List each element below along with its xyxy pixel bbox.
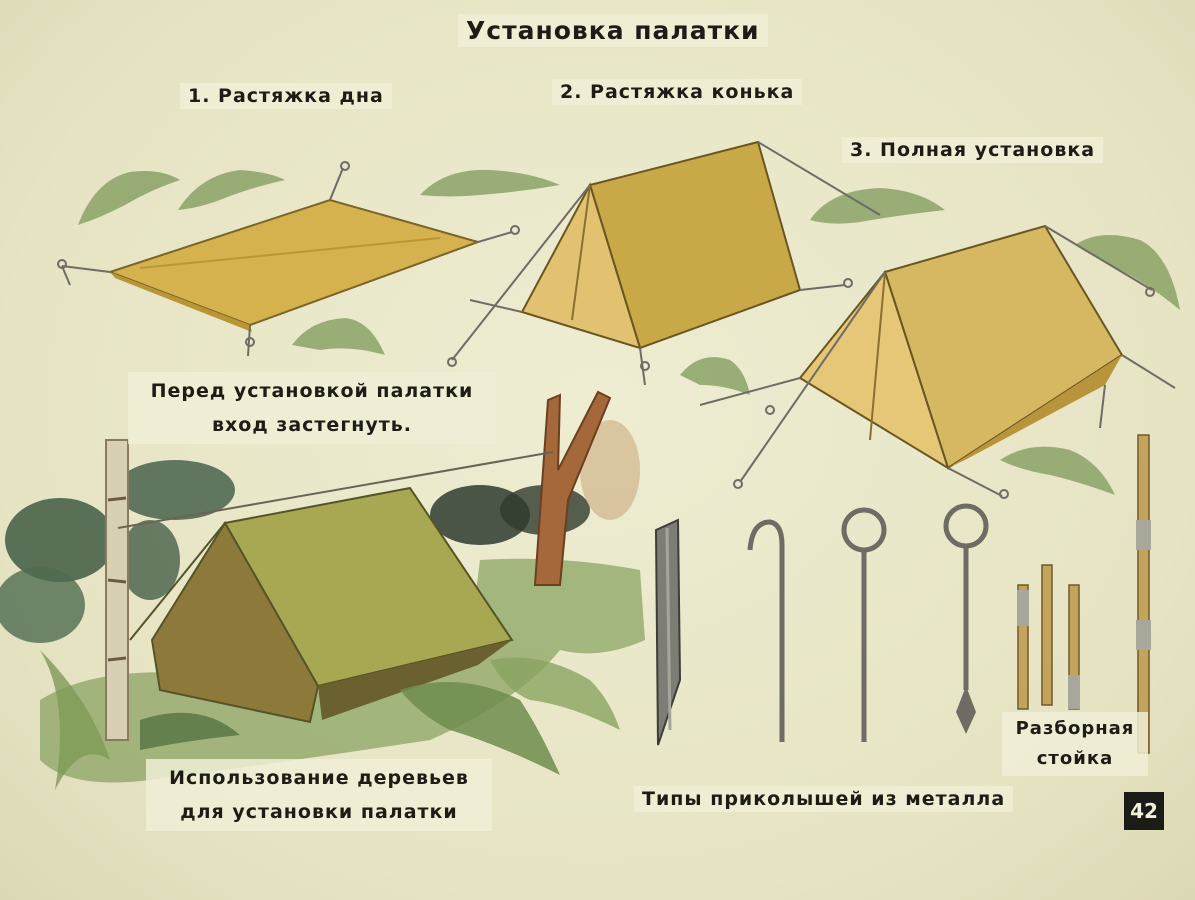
peg-types-drawing (654, 434, 1151, 754)
trees-caption-line2: для установки палатки (180, 801, 458, 823)
trees-caption-line1: Использование деревьев (169, 767, 469, 789)
entrance-note-line2: вход застегнуть. (212, 414, 412, 436)
entrance-note: Перед установкой палатки вход застегнуть… (128, 372, 496, 444)
step-full-label: 3. Полная установка (842, 137, 1104, 163)
trees-caption: Использование деревьев для установки пал… (146, 759, 492, 831)
page-title: Установка палатки (458, 14, 768, 47)
pole-caption-line2: стойка (1036, 748, 1114, 769)
pole-caption: Разборная стойка (1002, 712, 1148, 776)
step-ridge-label: 2. Растяжка конька (552, 79, 803, 105)
tree-scene-drawing (0, 390, 645, 790)
page-number-badge: 42 (1124, 792, 1164, 830)
grass-tufts-top (78, 169, 1180, 495)
pegs-caption: Типы приколышей из металла (634, 786, 1014, 812)
tent-floor-drawing (57, 161, 520, 357)
step-floor-label: 1. Растяжка дна (180, 83, 392, 109)
tent-ridge-drawing (447, 140, 881, 386)
pole-caption-line1: Разборная (1015, 718, 1135, 739)
tent-full-drawing (699, 224, 1176, 499)
entrance-note-line1: Перед установкой палатки (150, 380, 474, 402)
